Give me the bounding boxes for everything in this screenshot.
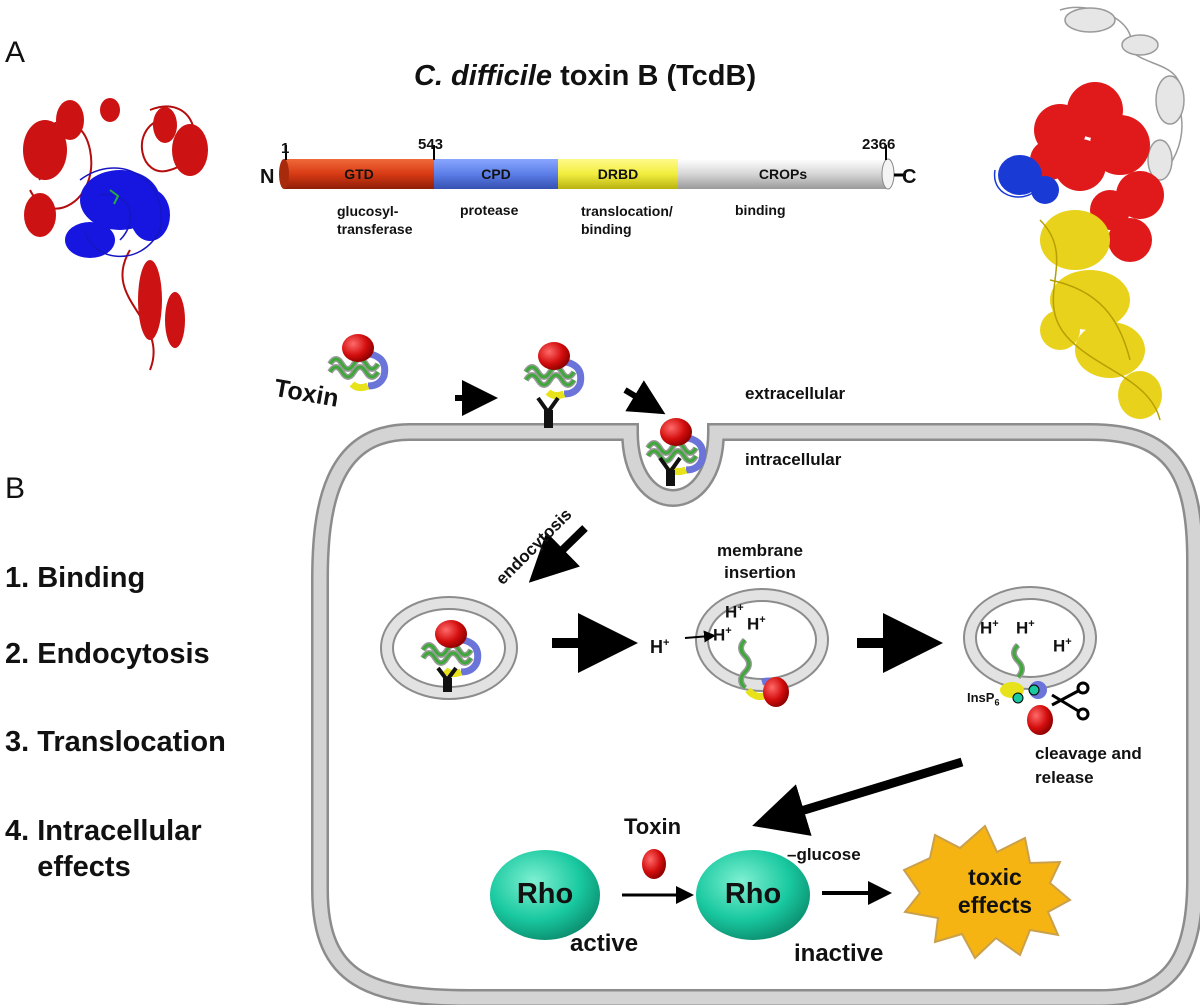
intracellular-label: intracellular [745,450,842,469]
arrow-to-rho [752,757,964,836]
crops-domain-segment [678,159,888,189]
drbd-function-label: translocation/ binding [581,203,673,237]
endosome-2 [684,588,829,707]
rho-inactive-shape [696,850,810,940]
endosome-3 [963,586,1097,735]
free-toxin-glyph [330,334,385,388]
cpd-domain-segment [434,159,558,189]
receptor-1 [536,396,560,428]
proton-outside: H+ [650,637,670,657]
gtd-label: GTD [344,166,374,182]
endocytosis-arrow [528,525,588,583]
drbd-label: DRBD [597,166,639,182]
drbd-domain-segment [558,159,678,189]
endosome-1 [380,596,518,700]
n-terminus-label: N [260,166,275,188]
crops-label: CROPs [758,166,808,182]
receptor-2 [658,456,682,486]
active-label: active [570,930,639,957]
c-terminus-label: C [902,166,917,188]
proton-5: H+ [1016,618,1035,638]
full-toxin-structure-image [994,6,1185,421]
proton-1: H+ [713,625,732,645]
position-1-label: 1 [281,140,290,157]
domain-bar [279,145,906,190]
step-binding: 1. Binding [5,562,146,594]
gtd-domain-segment [284,159,434,189]
step-intracellular-effects: 4. Intracellular effects [5,815,202,883]
rho-inactive-label: Rho [724,878,782,910]
toxic-effects-burst [902,824,1072,960]
rho-active-shape [490,850,600,940]
crops-function-label: binding [735,202,786,218]
position-543-label: 543 [418,136,444,153]
figure-title: C. difficile toxin B (TcdB) [414,60,756,93]
proton-6: H+ [1053,636,1072,656]
glucose-label: –glucose [787,845,861,864]
panel-label-b: B [5,472,26,505]
proton-2: H+ [725,602,744,622]
released-gtd-glyph [642,849,666,879]
extracellular-label: extracellular [745,384,846,403]
title-toxin: toxin B (TcdB) [552,60,757,92]
insp6-label: InsP6 [967,690,1000,708]
inactive-label: inactive [794,940,884,967]
rho-active-label: Rho [516,878,574,910]
step-endocytosis: 2. Endocytosis [5,638,210,670]
title-species: C. difficile [414,60,553,92]
arrow-invaginate [623,380,666,415]
scissors-icon [1051,681,1090,721]
proton-3: H+ [747,614,766,634]
toxic-effects-label: toxic effects [957,864,1033,918]
step-translocation: 3. Translocation [5,726,226,758]
toxin-gtd-label: Toxin [624,814,682,839]
gtd-function-label: glucosyl- transferase [337,203,413,237]
panel-label-a: A [5,36,26,69]
cpd-function-label: protease [460,202,519,218]
gtd-structure-image [23,98,208,371]
cleavage-release-label: cleavage and release [1035,744,1142,787]
position-2366-label: 2366 [862,136,896,153]
proton-4: H+ [980,618,999,638]
cell-membrane [311,423,1200,1005]
cpd-label: CPD [481,166,511,182]
bound-toxin-glyph [526,342,581,396]
membrane-insertion-label: membrane insertion [717,541,803,582]
